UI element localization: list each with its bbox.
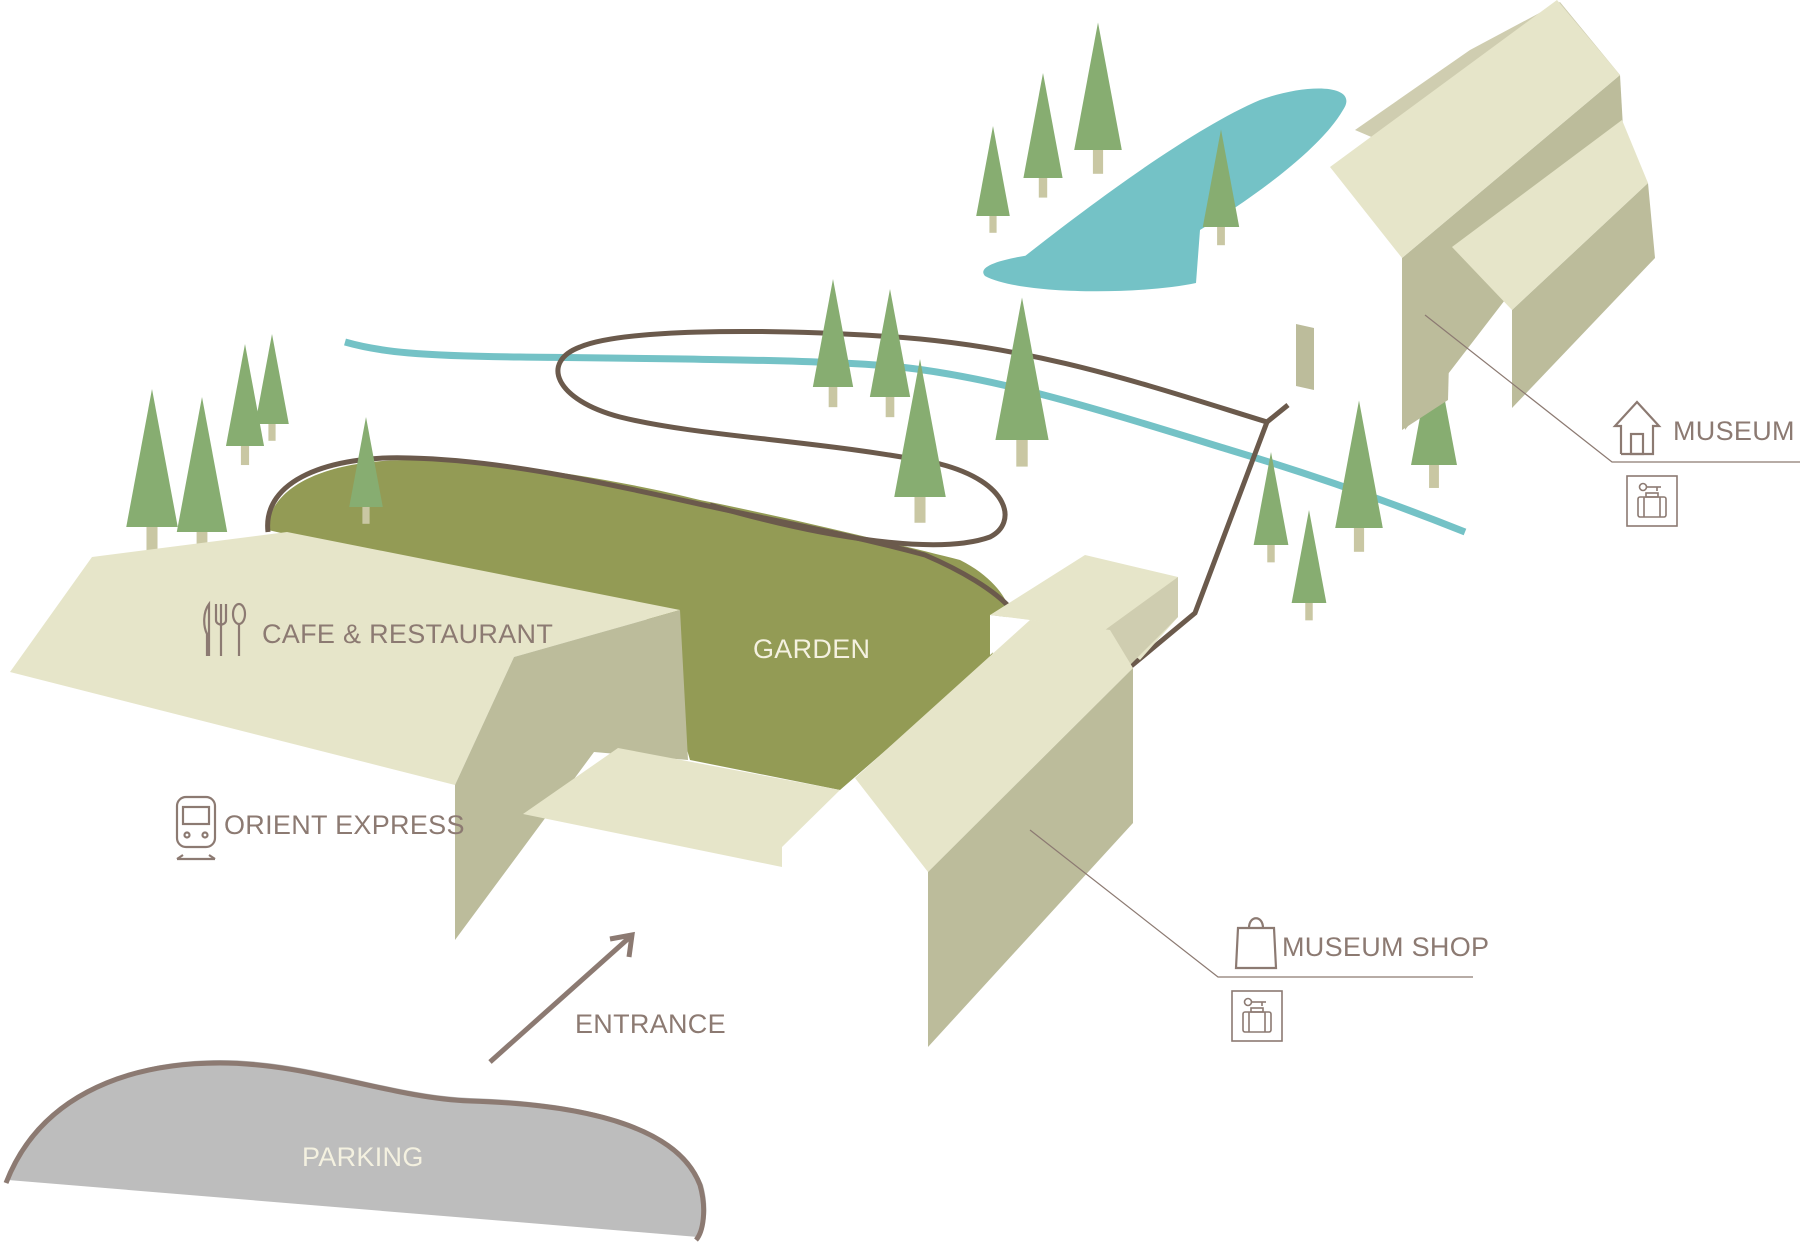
trail-to-museum xyxy=(1128,421,1270,669)
walking-trail xyxy=(555,328,1290,548)
orient-express-label[interactable]: ORIENT EXPRESS xyxy=(224,810,465,840)
museum-shop-building[interactable] xyxy=(855,555,1178,1047)
shop-coin-locker-icon xyxy=(1231,990,1283,1042)
garden-lawn xyxy=(268,460,1010,790)
entrance-label[interactable]: ENTRANCE xyxy=(575,1009,726,1039)
museum-shop-label[interactable]: MUSEUM SHOP xyxy=(1282,932,1489,962)
garden-label[interactable]: GARDEN xyxy=(753,634,870,664)
house-icon xyxy=(1612,400,1662,456)
orient-express-building[interactable] xyxy=(523,748,840,867)
entrance-arrow xyxy=(488,931,635,1064)
parking-label[interactable]: PARKING xyxy=(302,1142,424,1172)
garden-outline-path xyxy=(265,455,1014,612)
train-icon xyxy=(175,795,217,861)
cafe-restaurant-label[interactable]: CAFE & RESTAURANT xyxy=(262,619,553,649)
trees-left xyxy=(126,334,289,558)
museum-label[interactable]: MUSEUM xyxy=(1673,416,1795,446)
shopping-bag-icon xyxy=(1234,917,1278,970)
museum-building[interactable] xyxy=(1330,0,1655,430)
museum-leader-line xyxy=(1424,314,1800,463)
gate-post xyxy=(1296,324,1314,390)
fork-knife-spoon-icon xyxy=(203,600,247,656)
parking-area[interactable] xyxy=(3,1060,707,1242)
pond xyxy=(983,88,1347,292)
museum-coin-locker-icon xyxy=(1626,475,1678,527)
cafe-restaurant-building[interactable] xyxy=(10,532,688,940)
museum-shop-leader-line xyxy=(1029,829,1473,978)
